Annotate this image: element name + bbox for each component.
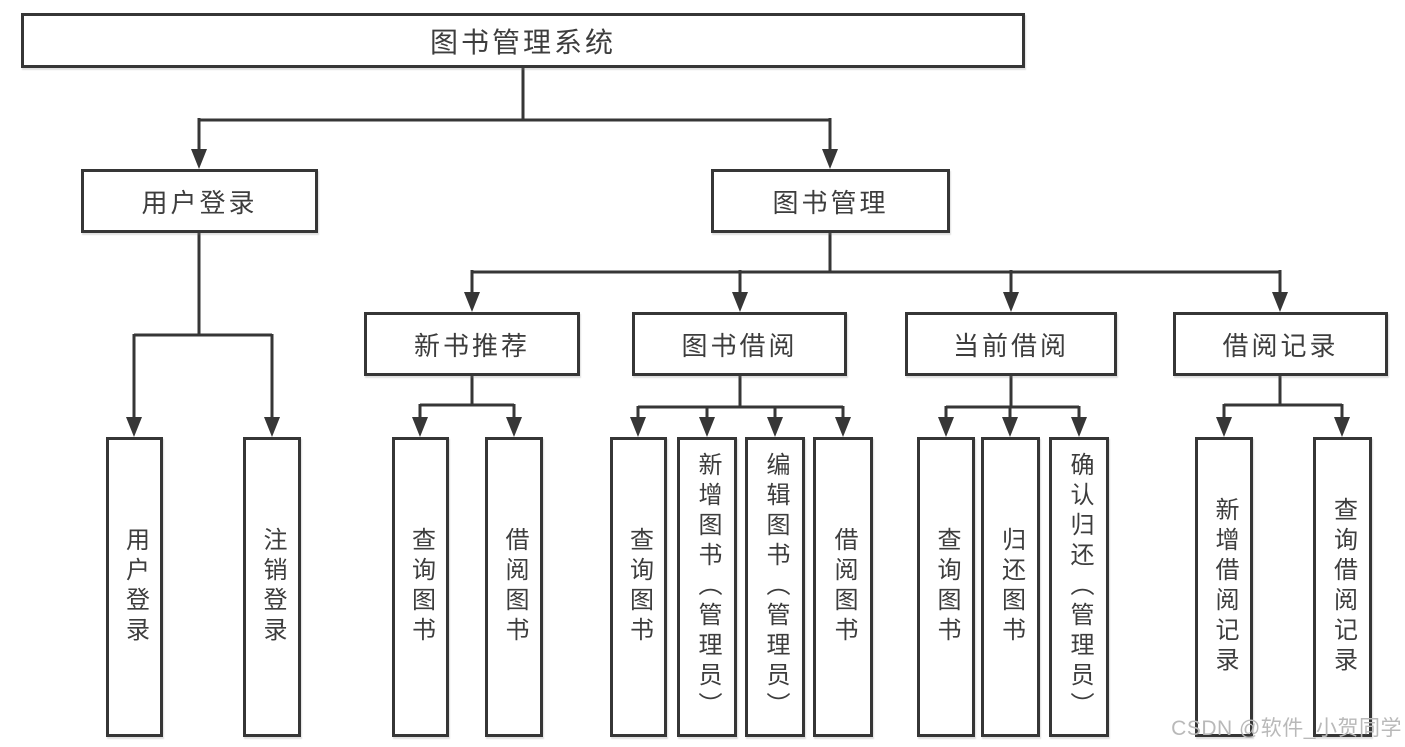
- node-leaf-bb-add-books-label: 新增图书（管理员）: [694, 452, 721, 722]
- node-leaf-br-add-record: 新增借阅记录: [1195, 437, 1253, 737]
- node-leaf-bb-query-books: 查询图书: [610, 437, 667, 737]
- node-leaf-nbr-borrow-books: 借阅图书: [485, 437, 543, 737]
- node-book-mgmt: 图书管理: [711, 169, 950, 233]
- node-leaf-bb-edit-books: 编辑图书（管理员）: [745, 437, 805, 737]
- node-borrow-record: 借阅记录: [1173, 312, 1388, 376]
- node-user-login-label: 用户登录: [141, 187, 258, 218]
- node-leaf-bb-query-books-label: 查询图书: [625, 527, 653, 647]
- node-root-label: 图书管理系统: [429, 26, 616, 58]
- node-leaf-br-query-record: 查询借阅记录: [1313, 437, 1372, 737]
- node-leaf-cb-confirm-return-label: 确认归还（管理员）: [1066, 452, 1093, 722]
- node-leaf-nbr-borrow-books-label: 借阅图书: [501, 527, 528, 647]
- node-leaf-bb-borrow-books: 借阅图书: [813, 437, 873, 737]
- node-book-borrow-label: 图书借阅: [681, 330, 798, 361]
- node-leaf-cb-return-books: 归还图书: [981, 437, 1040, 737]
- node-leaf-nbr-query-books: 查询图书: [392, 437, 449, 737]
- node-current-borrow: 当前借阅: [905, 312, 1117, 376]
- node-user-login: 用户登录: [81, 169, 318, 233]
- node-leaf-cb-query-books: 查询图书: [917, 437, 975, 737]
- node-leaf-nbr-query-books-label: 查询图书: [407, 527, 435, 647]
- node-book-borrow: 图书借阅: [632, 312, 847, 376]
- csdn-watermark: CSDN @软件_小贺同学: [1171, 717, 1402, 740]
- node-leaf-user-login-label: 用户登录: [121, 527, 149, 647]
- node-new-book-rec-label: 新书推荐: [413, 330, 530, 361]
- node-leaf-bb-add-books: 新增图书（管理员）: [677, 437, 737, 737]
- node-leaf-logout: 注销登录: [243, 437, 301, 737]
- node-current-borrow-label: 当前借阅: [952, 330, 1069, 361]
- node-leaf-cb-return-books-label: 归还图书: [997, 527, 1025, 647]
- node-root: 图书管理系统: [21, 13, 1025, 68]
- node-leaf-br-query-record-label: 查询借阅记录: [1329, 497, 1357, 677]
- node-leaf-br-add-record-label: 新增借阅记录: [1211, 497, 1238, 677]
- node-leaf-bb-edit-books-label: 编辑图书（管理员）: [762, 452, 789, 722]
- node-borrow-record-label: 借阅记录: [1222, 330, 1339, 361]
- node-leaf-logout-label: 注销登录: [259, 527, 286, 647]
- node-book-mgmt-label: 图书管理: [772, 187, 889, 218]
- node-leaf-user-login: 用户登录: [106, 437, 163, 737]
- node-leaf-cb-query-books-label: 查询图书: [933, 527, 960, 647]
- node-leaf-cb-confirm-return: 确认归还（管理员）: [1049, 437, 1109, 737]
- node-leaf-bb-borrow-books-label: 借阅图书: [830, 527, 857, 647]
- node-new-book-rec: 新书推荐: [364, 312, 580, 376]
